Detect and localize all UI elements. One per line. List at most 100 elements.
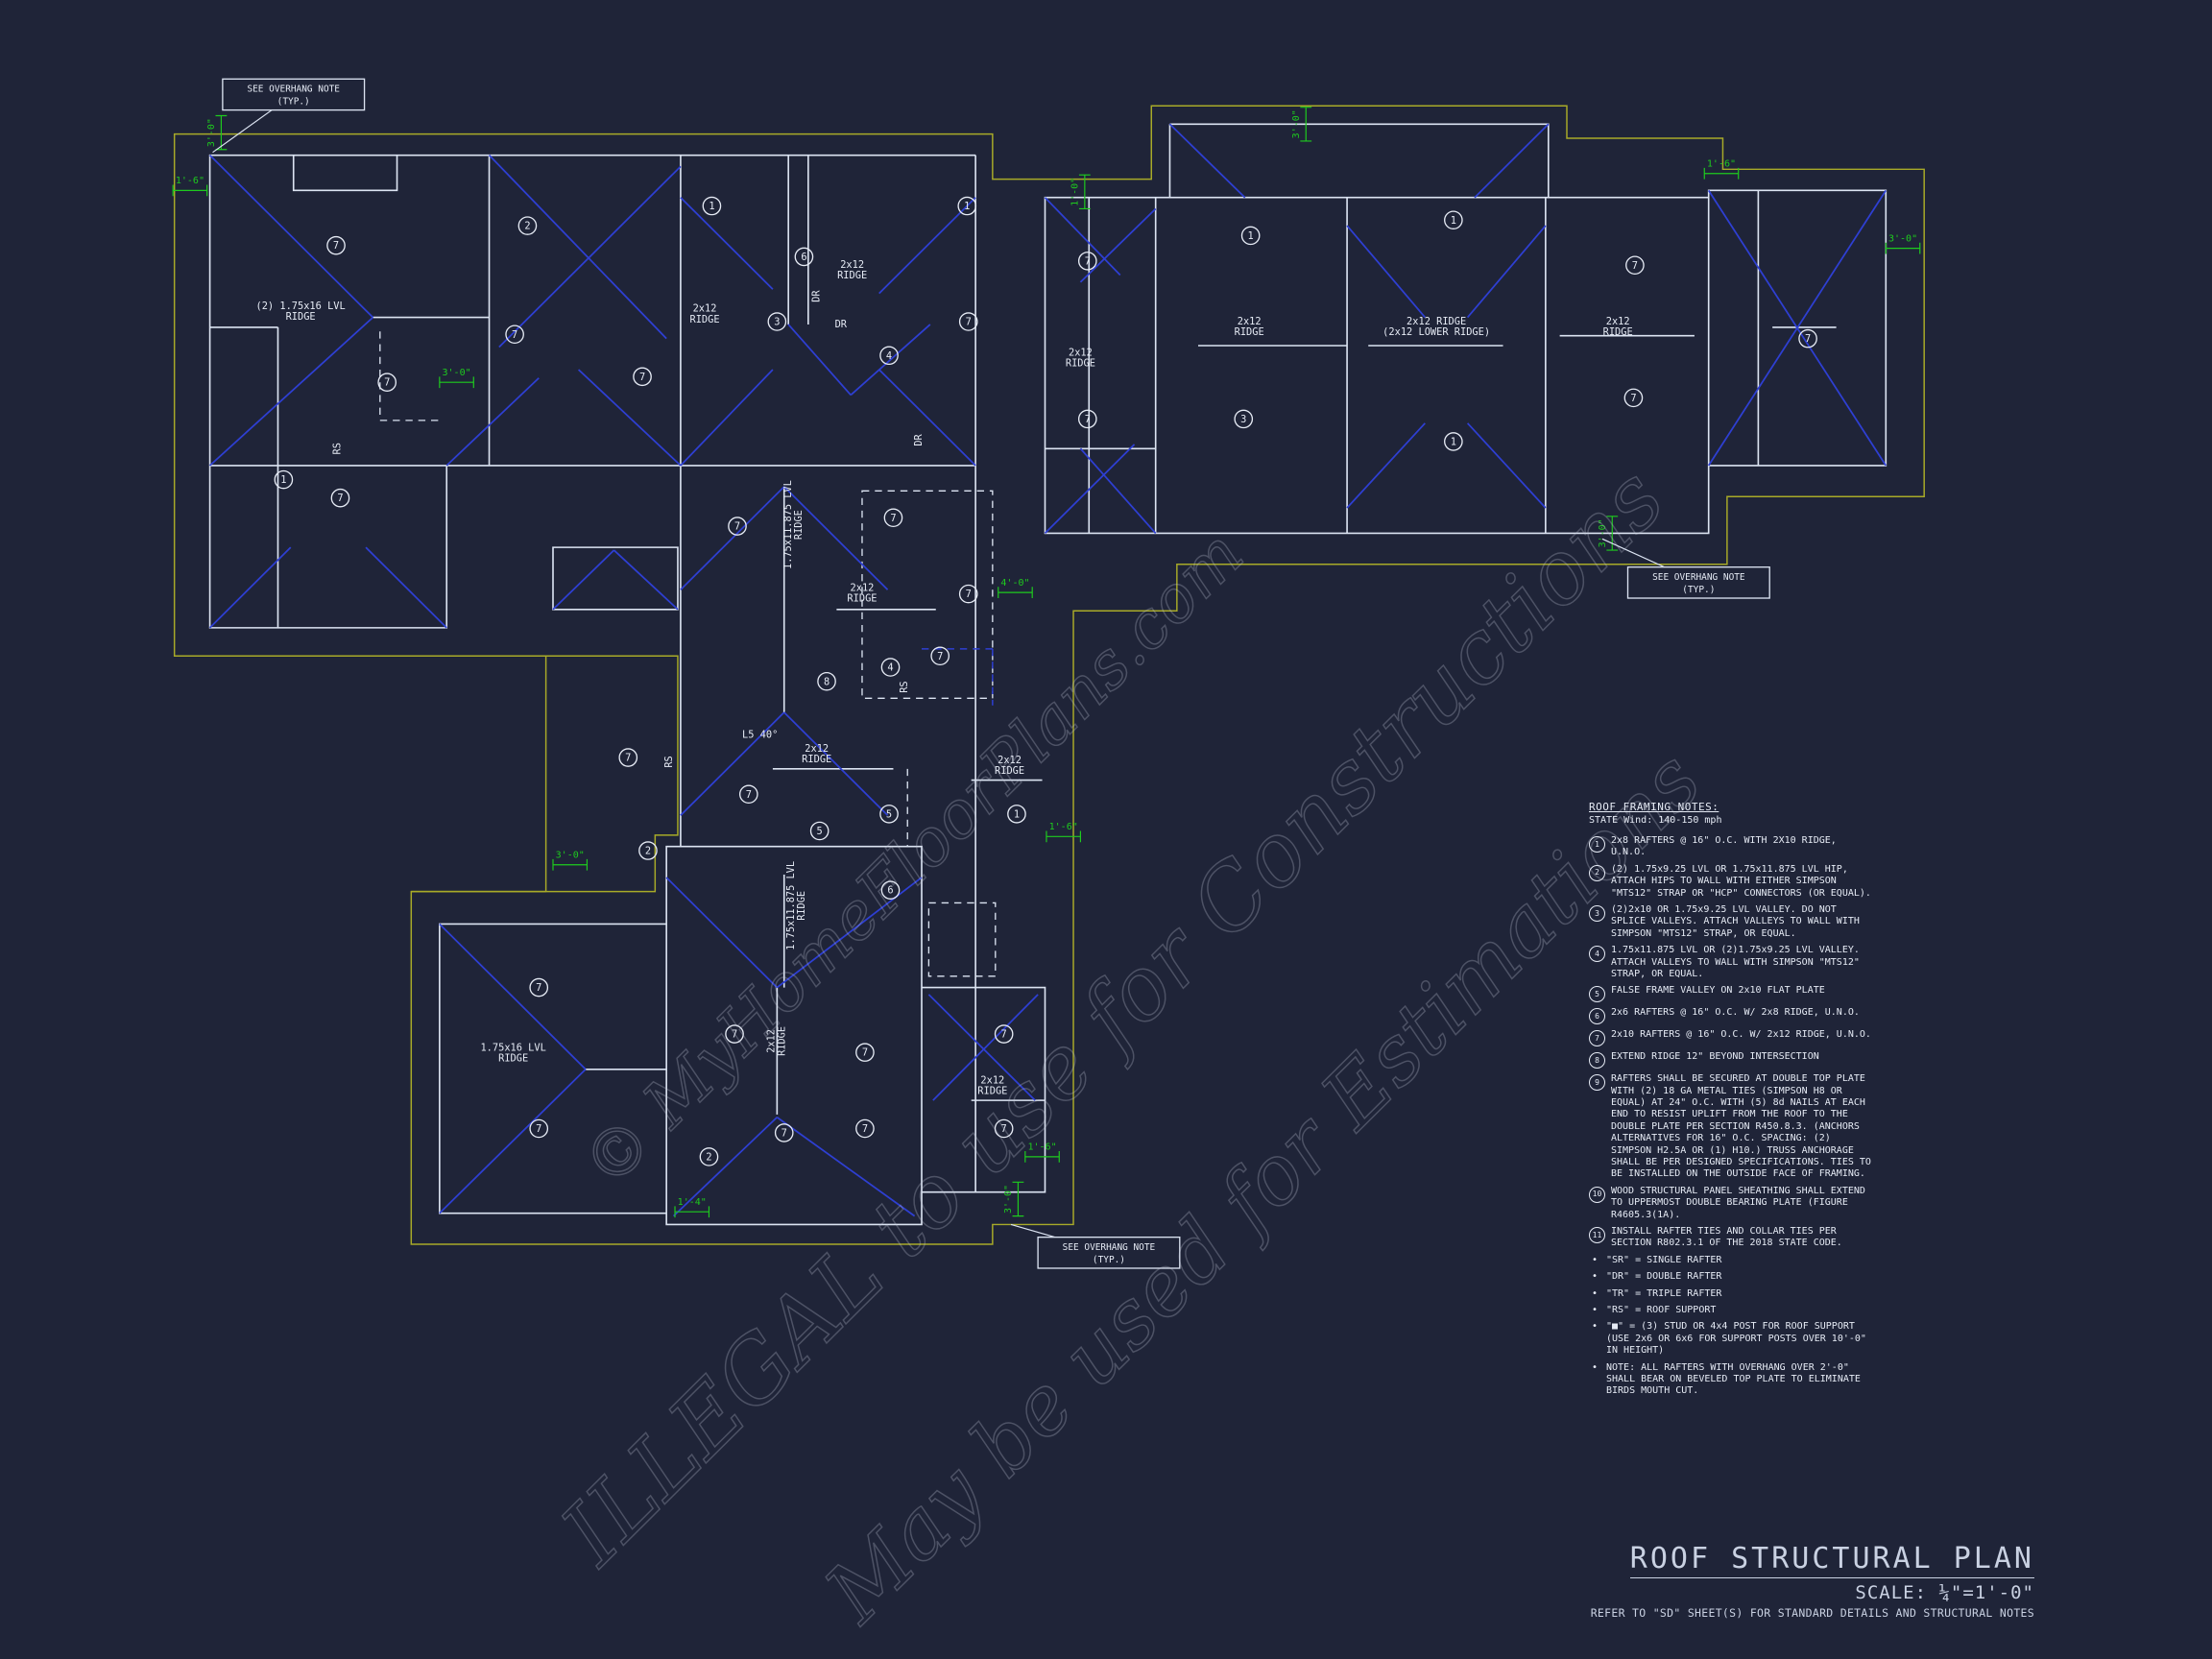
svg-text:7: 7 — [862, 1123, 868, 1135]
keynote-bubble: 2 — [517, 216, 538, 235]
keynote-bubble: 7 — [738, 784, 758, 805]
keynote-bubble: 1 — [1444, 432, 1463, 451]
keynote-bubble: 2 — [638, 841, 658, 860]
hip-valley-layer — [208, 123, 1887, 1217]
keynote-bubble: 1 — [1240, 226, 1261, 246]
svg-text:1'-4": 1'-4" — [678, 1197, 707, 1208]
svg-text:3'-0": 3'-0" — [1003, 1185, 1014, 1214]
ridge-label: RS — [331, 443, 343, 454]
sheet-title: ROOF STRUCTURAL PLAN — [1629, 1542, 2034, 1578]
keynote-bubble: 7 — [774, 1123, 794, 1142]
svg-text:2: 2 — [645, 846, 651, 857]
note-text: (2) 1.75x9.25 LVL OR 1.75x11.875 LVL HIP… — [1611, 863, 1871, 899]
framing-note: 2(2) 1.75x9.25 LVL OR 1.75x11.875 LVL HI… — [1589, 864, 1871, 900]
svg-text:7: 7 — [337, 493, 343, 504]
svg-text:(TYP.): (TYP.) — [1093, 1255, 1125, 1265]
keynote-bubble: 1 — [274, 469, 294, 490]
note-text: WOOD STRUCTURAL PANEL SHEATHING SHALL EX… — [1611, 1185, 1865, 1220]
note-number: 9 — [1589, 1074, 1605, 1092]
svg-text:7: 7 — [536, 1123, 541, 1135]
keynote-bubble: 7 — [1623, 388, 1644, 408]
note-text: 2x8 RAFTERS @ 16" O.C. WITH 2X10 RIDGE, … — [1611, 835, 1837, 858]
legend-text: "TR" = TRIPLE RAFTER — [1606, 1287, 1722, 1299]
svg-text:7: 7 — [1085, 255, 1091, 267]
keynote-bubble: 7 — [529, 977, 549, 998]
note-number: 5 — [1589, 986, 1605, 1003]
svg-text:3'-0": 3'-0" — [1598, 518, 1608, 547]
ridge-label: RS — [899, 681, 910, 692]
ridge-label: L5 40° — [742, 730, 778, 741]
svg-text:7: 7 — [639, 372, 645, 383]
keynote-bubble: 7 — [1077, 409, 1097, 429]
svg-text:4: 4 — [887, 662, 893, 674]
note-text: 1.75x11.875 LVL OR (2)1.75x9.25 LVL VALL… — [1611, 945, 1860, 979]
svg-text:7: 7 — [781, 1127, 787, 1139]
ridge-label: RS — [663, 756, 675, 767]
dimension: 1'-0" — [1070, 174, 1091, 210]
dimension: 1'-4" — [674, 1197, 710, 1218]
note-number: 11 — [1589, 1227, 1605, 1243]
dimension: 3'-0" — [439, 368, 474, 389]
svg-text:7: 7 — [1805, 333, 1811, 345]
keynote-bubble: 3 — [767, 312, 787, 331]
svg-text:3'-0": 3'-0" — [1888, 233, 1917, 244]
svg-text:7: 7 — [512, 329, 517, 341]
svg-text:SEE OVERHANG NOTE: SEE OVERHANG NOTE — [1652, 572, 1745, 583]
svg-text:4'-0": 4'-0" — [1000, 578, 1029, 589]
svg-text:7: 7 — [536, 982, 541, 994]
keynote-bubble: 7 — [633, 367, 652, 387]
note-number: 6 — [1589, 1008, 1605, 1025]
svg-text:(TYP.): (TYP.) — [1682, 585, 1715, 595]
keynote-bubble: 7 — [1798, 328, 1817, 349]
keynote-bubble: 7 — [855, 1043, 875, 1062]
keynote-bubble: 6 — [794, 247, 814, 267]
svg-text:7: 7 — [862, 1047, 868, 1059]
note-text: 2x6 RAFTERS @ 16" O.C. W/ 2x8 RIDGE, U.N… — [1611, 1007, 1860, 1019]
note-number: 8 — [1589, 1052, 1605, 1070]
notes-title: ROOF FRAMING NOTES: — [1589, 801, 1719, 813]
keynote-bubble: 7 — [618, 748, 638, 767]
svg-text:1'-6": 1'-6" — [176, 176, 204, 186]
svg-text:1'-6": 1'-6" — [1707, 158, 1736, 169]
ridge-label: 2x12RIDGE — [765, 1026, 787, 1056]
svg-text:SEE OVERHANG NOTE: SEE OVERHANG NOTE — [247, 84, 340, 95]
svg-text:7: 7 — [1001, 1029, 1007, 1041]
dimension: 3'-0" — [1885, 233, 1921, 254]
notes-legend: •"SR" = SINGLE RAFTER•"DR" = DOUBLE RAFT… — [1589, 1255, 1871, 1398]
svg-text:(TYP.): (TYP.) — [277, 97, 310, 108]
note-text: FALSE FRAME VALLEY ON 2x10 FLAT PLATE — [1611, 985, 1825, 997]
legend-note: •"RS" = ROOF SUPPORT — [1589, 1305, 1871, 1316]
svg-text:1: 1 — [709, 201, 714, 212]
sheet-reference-note: REFER TO "SD" SHEET(S) FOR STANDARD DETA… — [1590, 1606, 2034, 1620]
svg-text:1'-0": 1'-0" — [1070, 178, 1080, 206]
framing-note: 3(2)2x10 OR 1.75x9.25 LVL VALLEY. DO NOT… — [1589, 904, 1871, 940]
svg-text:7: 7 — [1085, 414, 1091, 425]
legend-text: "RS" = ROOF SUPPORT — [1606, 1304, 1717, 1315]
legend-note: •NOTE: ALL RAFTERS WITH OVERHANG OVER 2'… — [1589, 1362, 1871, 1398]
note-number: 7 — [1589, 1030, 1605, 1047]
svg-text:3'-0": 3'-0" — [206, 118, 217, 147]
svg-text:3: 3 — [1240, 414, 1246, 425]
keynote-bubble: 1 — [957, 196, 977, 216]
svg-text:7: 7 — [625, 753, 631, 764]
dimension: 1'-6" — [1046, 822, 1082, 843]
svg-text:7: 7 — [1630, 393, 1636, 404]
svg-text:7: 7 — [937, 651, 943, 662]
keynote-bubble: 7 — [1625, 255, 1645, 276]
legend-note: •"TR" = TRIPLE RAFTER — [1589, 1288, 1871, 1300]
note-text: INSTALL RAFTER TIES AND COLLAR TIES PER … — [1611, 1226, 1842, 1249]
svg-text:4: 4 — [886, 350, 892, 362]
bullet-icon: • — [1591, 1271, 1599, 1283]
dimension: 3'-0" — [552, 850, 589, 871]
svg-text:5: 5 — [886, 808, 892, 820]
roof-framing-notes: ROOF FRAMING NOTES: STATE Wind: 140-150 … — [1589, 801, 1871, 1403]
